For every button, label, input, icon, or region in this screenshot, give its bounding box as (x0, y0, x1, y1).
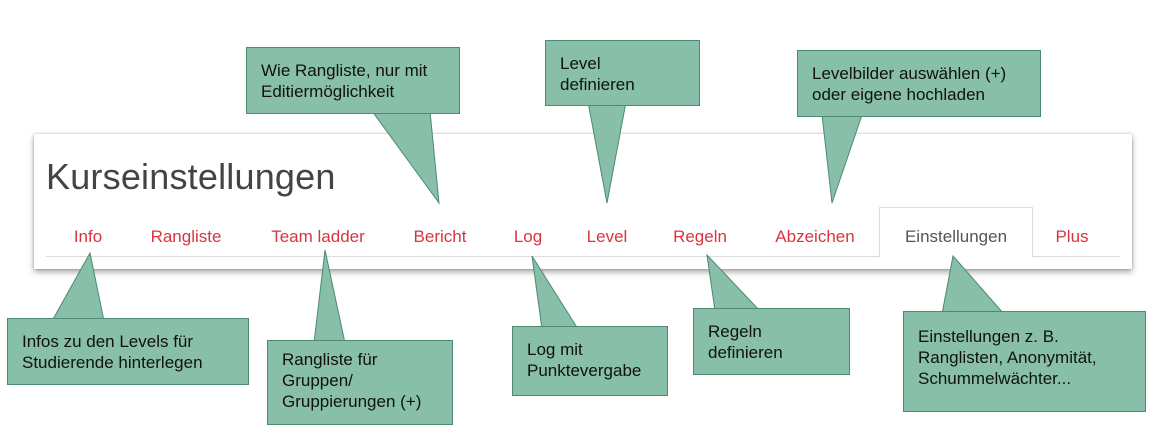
callout-team-ladder: Rangliste für Gruppen/ Gruppierungen (+) (267, 340, 453, 425)
tab-einstellungen[interactable]: Einstellungen (904, 227, 1008, 246)
callout-bericht-text: Wie Rangliste, nur mit Editiermöglichkei… (261, 61, 428, 101)
callout-level: Level definieren (545, 40, 700, 106)
tab-bericht[interactable]: Bericht (413, 227, 467, 246)
tab-info[interactable]: Info (73, 227, 103, 246)
callout-abzeichen-text: Levelbilder auswählen (+) oder eigene ho… (812, 64, 1007, 104)
page-title: Kurseinstellungen (46, 156, 336, 197)
pointer-info (51, 251, 105, 322)
active-tab-frame (879, 207, 1033, 258)
tab-team-ladder[interactable]: Team ladder (271, 227, 365, 246)
callout-abzeichen: Levelbilder auswählen (+) oder eigene ho… (797, 50, 1041, 117)
callout-regeln: Regeln definieren (693, 308, 850, 375)
pointer-log (531, 255, 579, 330)
tab-abzeichen[interactable]: Abzeichen (775, 227, 855, 246)
callout-info-text: Infos zu den Levels für Studierende hint… (22, 332, 203, 372)
tab-regeln[interactable]: Regeln (673, 227, 727, 246)
callout-log: Log mit Punktevergabe (512, 326, 668, 396)
callout-einstellungen-text: Einstellungen z. B. Ranglisten, Anonymit… (918, 327, 1097, 388)
tab-log[interactable]: Log (513, 227, 543, 246)
settings-card: Kurseinstellungen Info Rangliste Team la… (34, 134, 1132, 269)
callout-einstellungen: Einstellungen z. B. Ranglisten, Anonymit… (903, 311, 1146, 412)
callout-log-text: Log mit Punktevergabe (527, 340, 642, 380)
tab-bar-divider (46, 256, 1120, 257)
callout-level-text: Level definieren (560, 54, 635, 94)
callout-bericht: Wie Rangliste, nur mit Editiermöglichkei… (246, 47, 460, 114)
callout-regeln-text: Regeln definieren (708, 322, 783, 362)
pointer-regeln (706, 253, 762, 312)
callout-team-ladder-text: Rangliste für Gruppen/ Gruppierungen (+) (282, 350, 422, 411)
tab-rangliste[interactable]: Rangliste (150, 227, 222, 246)
pointer-abzeichen (821, 114, 863, 204)
pointer-einstellungen (941, 254, 1006, 315)
pointer-bericht (371, 110, 440, 205)
tab-level[interactable]: Level (586, 227, 628, 246)
tab-plus[interactable]: Plus (1055, 227, 1089, 246)
callout-info: Infos zu den Levels für Studierende hint… (7, 318, 249, 385)
pointer-level (587, 101, 627, 204)
pointer-team-ladder (313, 249, 346, 344)
